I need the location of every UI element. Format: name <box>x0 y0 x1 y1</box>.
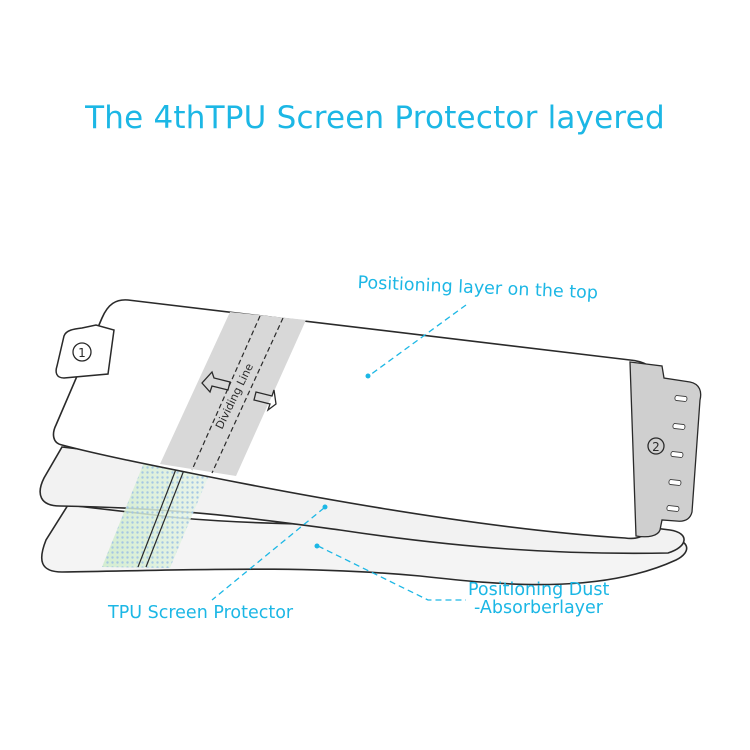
tab-2-number: 2 <box>652 440 660 454</box>
leader-line-top <box>365 304 467 379</box>
dust-strip-dots <box>102 460 212 568</box>
tab-2: 2 <box>629 361 702 538</box>
leader-line-dust <box>314 543 466 601</box>
label-dust-absorber-line2: -Absorberlayer <box>474 598 604 618</box>
tab-1-number: 1 <box>78 346 86 360</box>
leader-line-tpu <box>211 504 328 601</box>
split-arrow-right-icon <box>253 389 277 412</box>
dividing-strip <box>160 312 306 476</box>
diagram-title: The 4thTPU Screen Protector layered <box>85 100 665 136</box>
tab-1: 1 <box>55 324 115 379</box>
label-dust-absorber-line1: Positioning Dust <box>468 580 610 600</box>
split-arrow-left-icon <box>201 370 231 394</box>
label-tpu-screen-protector: TPU Screen Protector <box>108 603 294 623</box>
